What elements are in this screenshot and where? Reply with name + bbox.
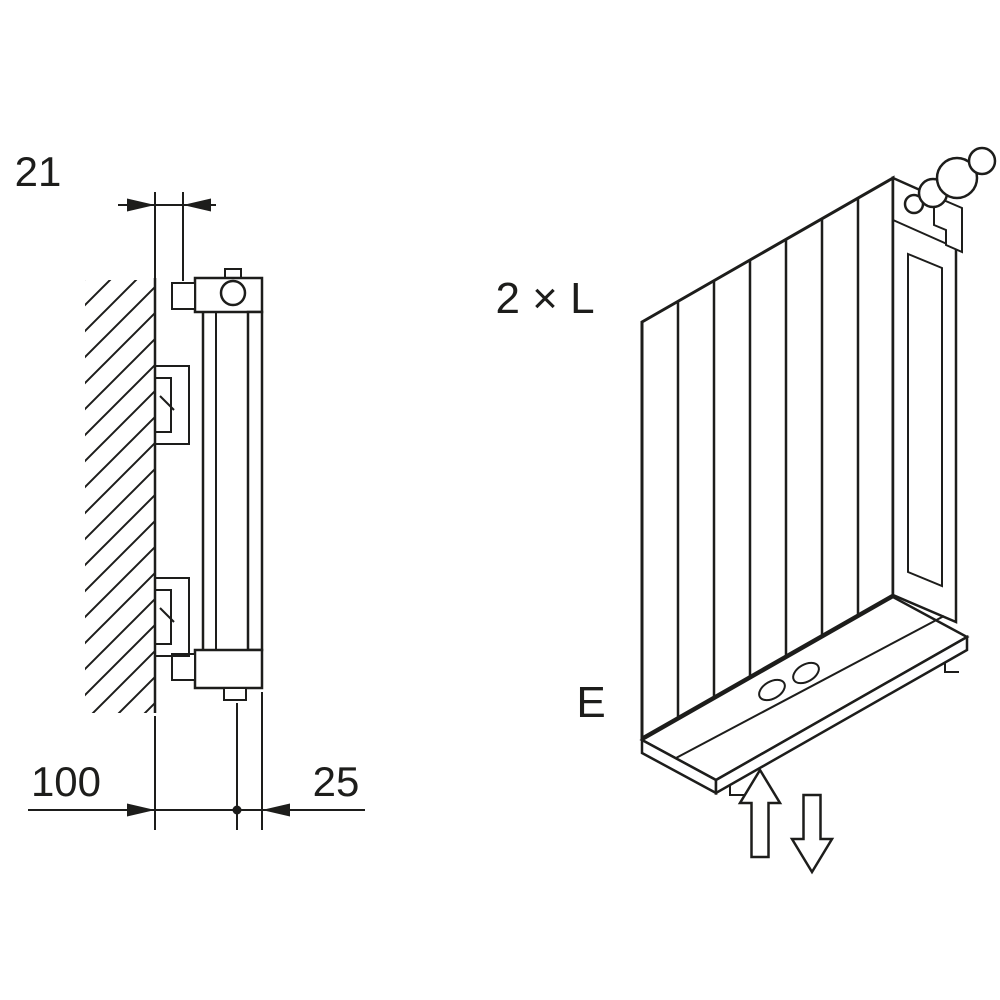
radiator-side-profile bbox=[171, 268, 264, 701]
dimension-depth: 100 bbox=[28, 703, 242, 830]
dimension-center-offset: 25 bbox=[237, 692, 365, 830]
dim-arrow-right-icon bbox=[127, 198, 155, 212]
base-plinth bbox=[639, 595, 970, 796]
panel-stripes bbox=[676, 198, 860, 717]
valve-icon bbox=[903, 146, 997, 215]
flow-down-arrow-icon bbox=[789, 793, 835, 875]
label-entry: E bbox=[576, 678, 605, 727]
label-length: 2 × L bbox=[495, 274, 594, 323]
base-front-face bbox=[714, 634, 969, 796]
valve-knob-icon bbox=[219, 279, 247, 307]
side-channel-groove bbox=[907, 252, 943, 588]
pipe-connection-right bbox=[792, 661, 820, 685]
bottom-header bbox=[193, 648, 264, 690]
dim-arrow-right-icon bbox=[127, 803, 155, 817]
side-section-view: 21 100 25 bbox=[15, 148, 365, 830]
drain-plug bbox=[223, 687, 247, 701]
dim-value-wall-clearance: 21 bbox=[15, 148, 62, 195]
flow-up-arrow-icon bbox=[737, 767, 783, 859]
dimension-wall-clearance: 21 bbox=[15, 148, 216, 281]
dim-arrow-left-icon bbox=[183, 198, 211, 212]
radiator-3d-body bbox=[640, 175, 963, 741]
top-hanger bbox=[171, 282, 196, 310]
bracket-clip bbox=[159, 395, 175, 411]
base-foot-right bbox=[944, 662, 959, 673]
base-slot-line bbox=[675, 615, 945, 759]
wall-bracket-bottom bbox=[154, 577, 190, 657]
base-foot-left bbox=[729, 785, 744, 796]
hanger-bracket-3d bbox=[933, 194, 963, 254]
front-panel bbox=[246, 310, 264, 652]
wall-bracket-top bbox=[155, 365, 190, 445]
vent-plug bbox=[224, 268, 242, 279]
bottom-hanger bbox=[171, 653, 196, 681]
perspective-view: 2 × L E bbox=[495, 146, 997, 875]
dim-value-depth: 100 bbox=[31, 758, 101, 805]
dim-arrow-left-icon bbox=[262, 803, 290, 817]
wall-hatching bbox=[85, 280, 155, 713]
pipe-connection-left bbox=[758, 678, 786, 702]
dim-value-center-offset: 25 bbox=[313, 758, 360, 805]
